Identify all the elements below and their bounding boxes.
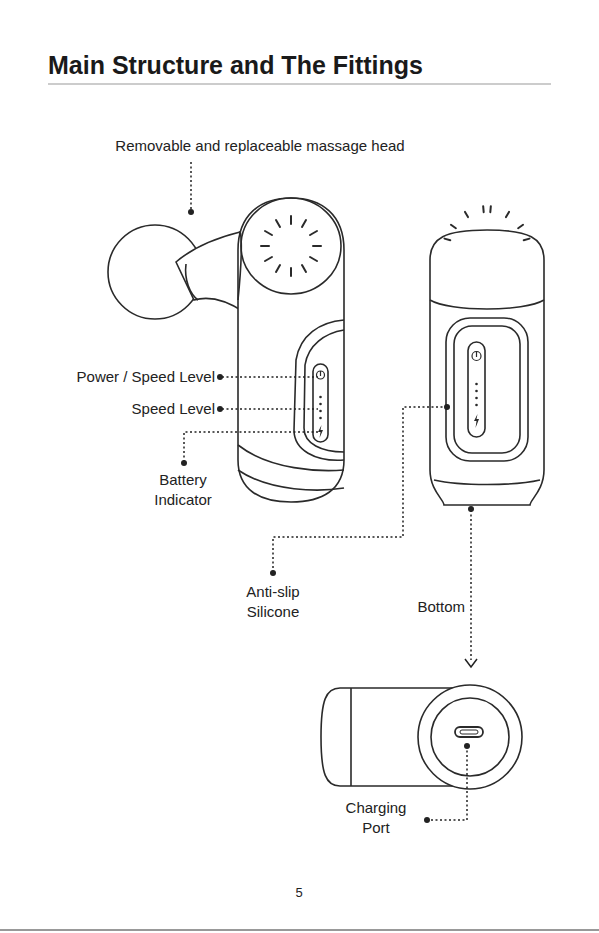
motor-head [241,198,341,294]
bottom-cap [418,685,522,789]
part-label: Bottom [370,597,465,617]
part-label: Removable and replaceable massage head [40,136,480,156]
control-strip [313,364,328,442]
charging-port [455,727,483,737]
vent-slot [310,231,317,235]
vent-slot [518,225,523,228]
title-rule [48,84,551,85]
part-label: Anti-slip Silicone [228,582,318,623]
vent-slot [482,206,485,212]
vent-slot [265,231,272,235]
gun-body [238,198,344,502]
gun-front [430,230,544,505]
vent-slot [302,220,306,227]
vent-slot [313,245,321,247]
part-label: Speed Level [10,399,215,419]
leader-dots [181,209,474,823]
page-title: Main Structure and The Fittings [48,50,423,80]
leader-lines [184,162,471,820]
vent-slot [290,268,292,276]
anti-slip-panel-front [446,318,528,461]
vent-slot [276,265,280,272]
page-rule [0,930,599,931]
part-label: Power / Speed Level [10,367,215,387]
vent-slot [302,265,306,272]
vent-slot [524,239,530,241]
anti-slip-panel [294,320,344,460]
vent-slot [265,257,272,261]
vent-slot [506,212,509,217]
vent-slot [489,206,492,212]
vent-slot [261,245,269,247]
arrow-head [465,659,477,667]
part-label: Charging Port [336,798,416,839]
neck [176,232,244,312]
vent-slot [451,225,456,228]
vent-slot [290,216,292,224]
vent-slot [276,220,280,227]
vent-slot [310,257,317,261]
vent-slot [465,212,468,217]
page-number: 5 [279,884,319,902]
vent-slot [444,239,450,241]
part-label: Battery Indicator [138,470,228,511]
